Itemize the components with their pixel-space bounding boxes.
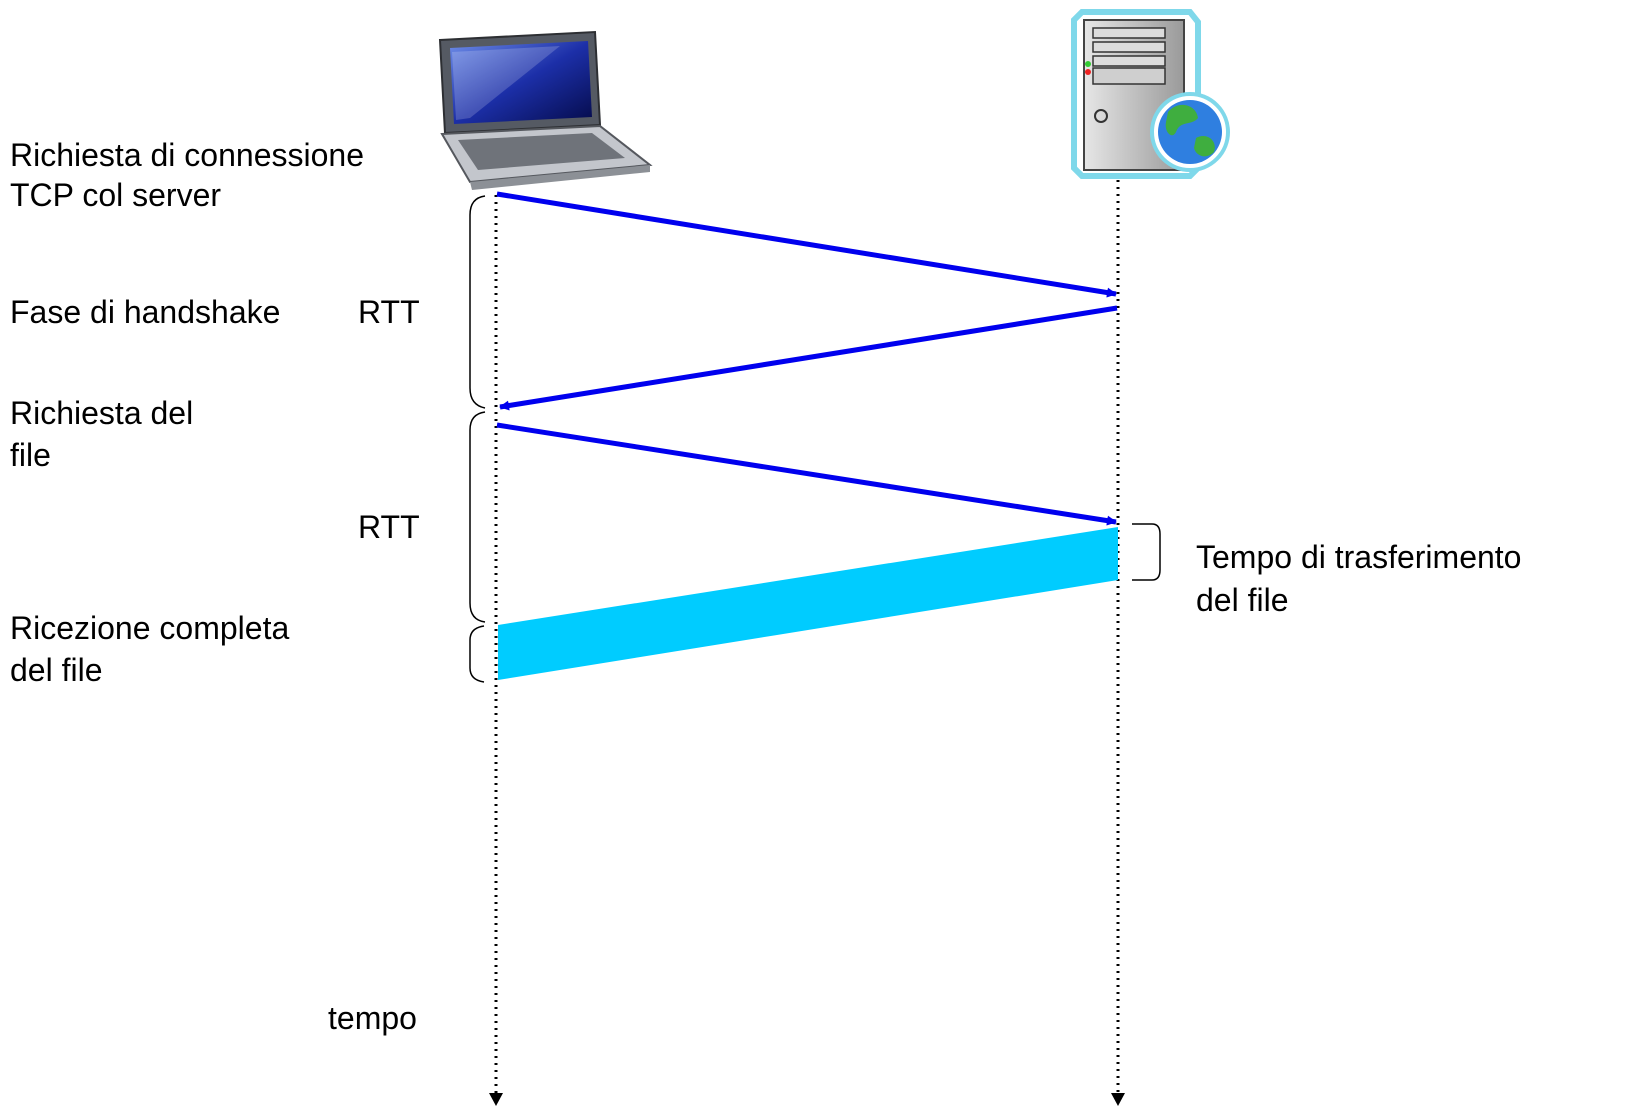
rtt-label-first: RTT [358, 294, 420, 330]
transfer-time-label-line2: del file [1196, 582, 1289, 618]
complete-reception-label-line1: Ricezione completa [10, 610, 290, 646]
handshake-phase-label: Fase di handshake [10, 294, 281, 330]
server-timeline-arrowhead [1111, 1093, 1125, 1106]
connection-request-label-line1: Richiesta di connessione [10, 137, 364, 173]
file-request-arrow [496, 422, 1117, 526]
time-axis-label: tempo [328, 1000, 417, 1036]
client-timeline-arrowhead [489, 1093, 503, 1106]
connection-request-label-line2: TCP col server [10, 177, 222, 213]
server-globe-icon [1071, 9, 1230, 179]
syn-arrow [496, 191, 1117, 298]
file-request-label-line1: Richiesta del [10, 395, 194, 431]
complete-reception-label-line2: del file [10, 652, 103, 688]
laptop-icon [438, 30, 653, 190]
handshake-rtt-brace [469, 195, 486, 409]
file-transfer-band [498, 527, 1118, 680]
file-request-label-line2: file [10, 437, 51, 473]
transfer-time-label-line1: Tempo di trasferimento [1196, 539, 1522, 575]
file-rtt-brace [469, 411, 486, 623]
rtt-label-second: RTT [358, 509, 420, 545]
transfer-time-brace [1132, 523, 1161, 581]
synack-arrow [499, 305, 1118, 411]
reception-brace [469, 625, 485, 683]
